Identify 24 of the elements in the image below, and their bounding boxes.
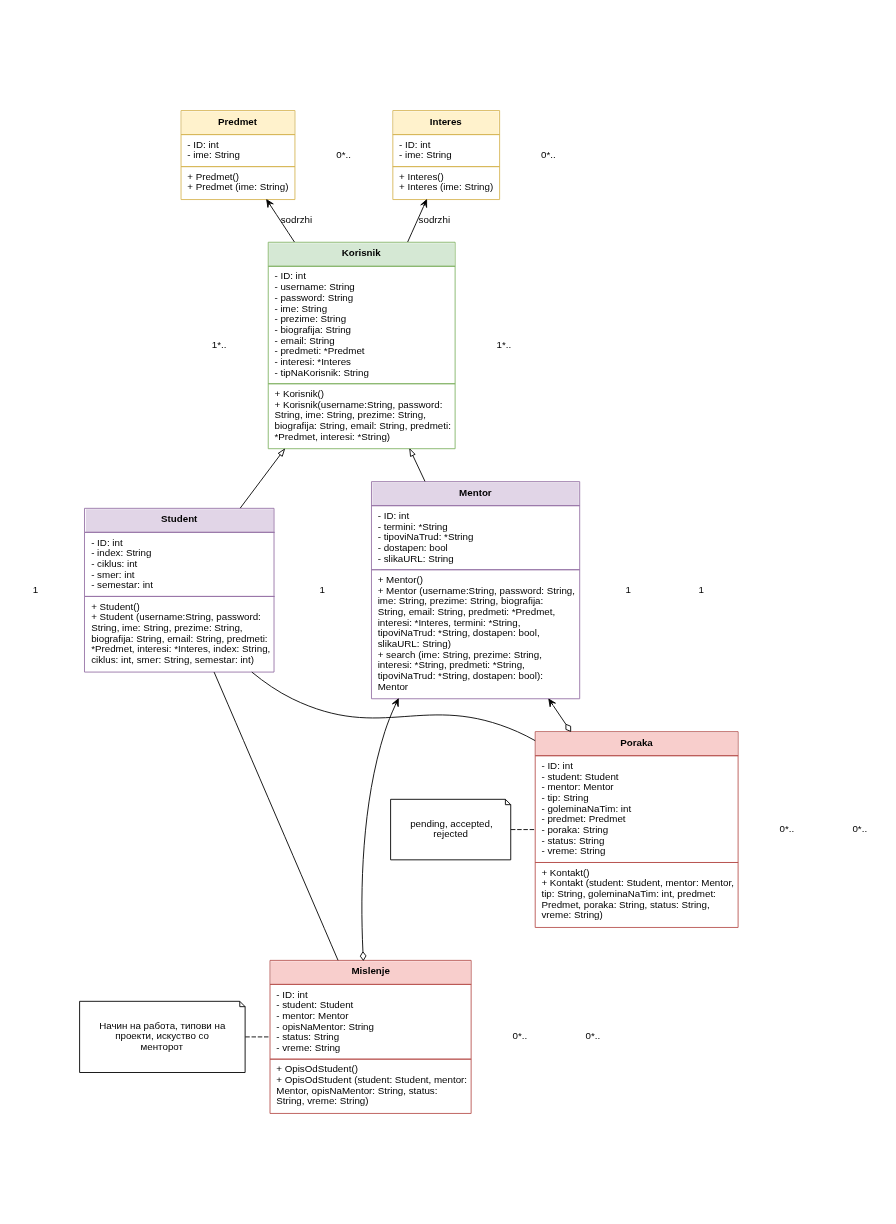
arrow [266,199,295,243]
arrow [407,199,428,243]
connector [510,829,536,830]
connector [244,1036,271,1038]
label: 0*.. [585,1030,601,1042]
label: 1 [319,583,325,595]
label: 0*.. [336,148,351,160]
label: 0*.. [779,823,795,835]
arrow [409,448,426,482]
connector [213,671,339,961]
edge-label: sodrzhi [418,214,451,226]
label: 1 [32,583,39,595]
label: 0*.. [540,148,556,160]
label: 1*.. [496,338,512,350]
arrow [548,698,572,732]
label: 1 [625,583,631,595]
edge-label: sodrzhi [280,214,313,226]
label: 0*.. [512,1030,528,1042]
label: 1*.. [211,338,227,350]
arrow [359,698,399,961]
arrow [239,448,285,509]
label: 0*.. [852,823,868,835]
label: 1 [698,583,704,595]
connector [251,671,536,742]
